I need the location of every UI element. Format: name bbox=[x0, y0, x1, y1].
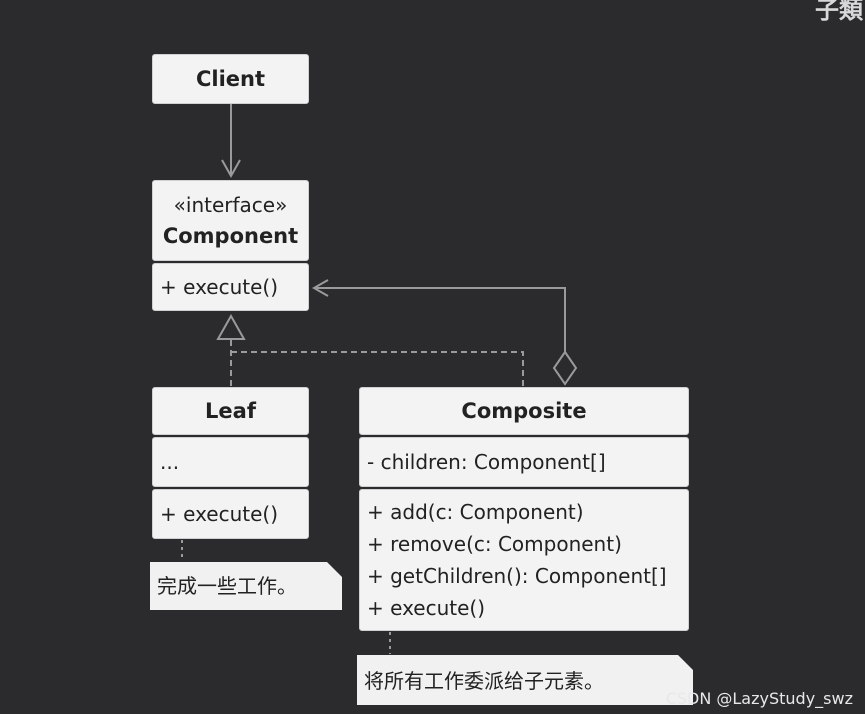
client-to-component-arrowhead bbox=[221, 159, 241, 179]
composite-method-getchildren: + getChildren(): Component[] bbox=[367, 564, 667, 588]
aggregation-arrowhead bbox=[311, 279, 329, 297]
aggregation-diamond bbox=[552, 350, 578, 386]
corner-label: 子類 bbox=[815, 0, 863, 24]
composite-fields-box: - children: Component[] bbox=[359, 437, 689, 487]
watermark: CSDN @LazyStudy_swz bbox=[665, 689, 853, 708]
component-header-box: «interface» Component bbox=[152, 180, 309, 261]
composite-note: 将所有工作委派给子元素。 bbox=[357, 655, 693, 705]
leaf-note-text: 完成一些工作。 bbox=[157, 574, 297, 598]
leaf-methods-box: + execute() bbox=[152, 489, 309, 539]
component-method: + execute() bbox=[160, 275, 279, 299]
component-title: Component bbox=[162, 223, 299, 248]
composite-method-execute: + execute() bbox=[367, 596, 486, 620]
component-methods-box: + execute() bbox=[152, 263, 309, 311]
composite-method-add: + add(c: Component) bbox=[367, 500, 584, 524]
composite-method-remove: + remove(c: Component) bbox=[367, 532, 622, 556]
composite-note-text: 将所有工作委派给子元素。 bbox=[364, 669, 604, 693]
leaf-fields-box: ... bbox=[152, 437, 309, 487]
leaf-field: ... bbox=[160, 450, 180, 474]
composite-title: Composite bbox=[461, 399, 587, 423]
composite-methods-box: + add(c: Component) + remove(c: Componen… bbox=[359, 489, 689, 631]
composite-field: - children: Component[] bbox=[367, 450, 606, 474]
realization-horizontal-line bbox=[231, 351, 524, 386]
component-stereotype: «interface» bbox=[173, 192, 288, 217]
leaf-title: Leaf bbox=[205, 399, 256, 423]
client-title: Client bbox=[195, 67, 266, 91]
leaf-note: 完成一些工作。 bbox=[150, 562, 342, 610]
leaf-method: + execute() bbox=[160, 502, 279, 526]
aggregation-line bbox=[314, 287, 566, 358]
realization-triangle bbox=[216, 313, 246, 340]
composite-header-box: Composite bbox=[359, 387, 689, 435]
leaf-header-box: Leaf bbox=[152, 387, 309, 435]
client-box: Client bbox=[152, 54, 309, 104]
